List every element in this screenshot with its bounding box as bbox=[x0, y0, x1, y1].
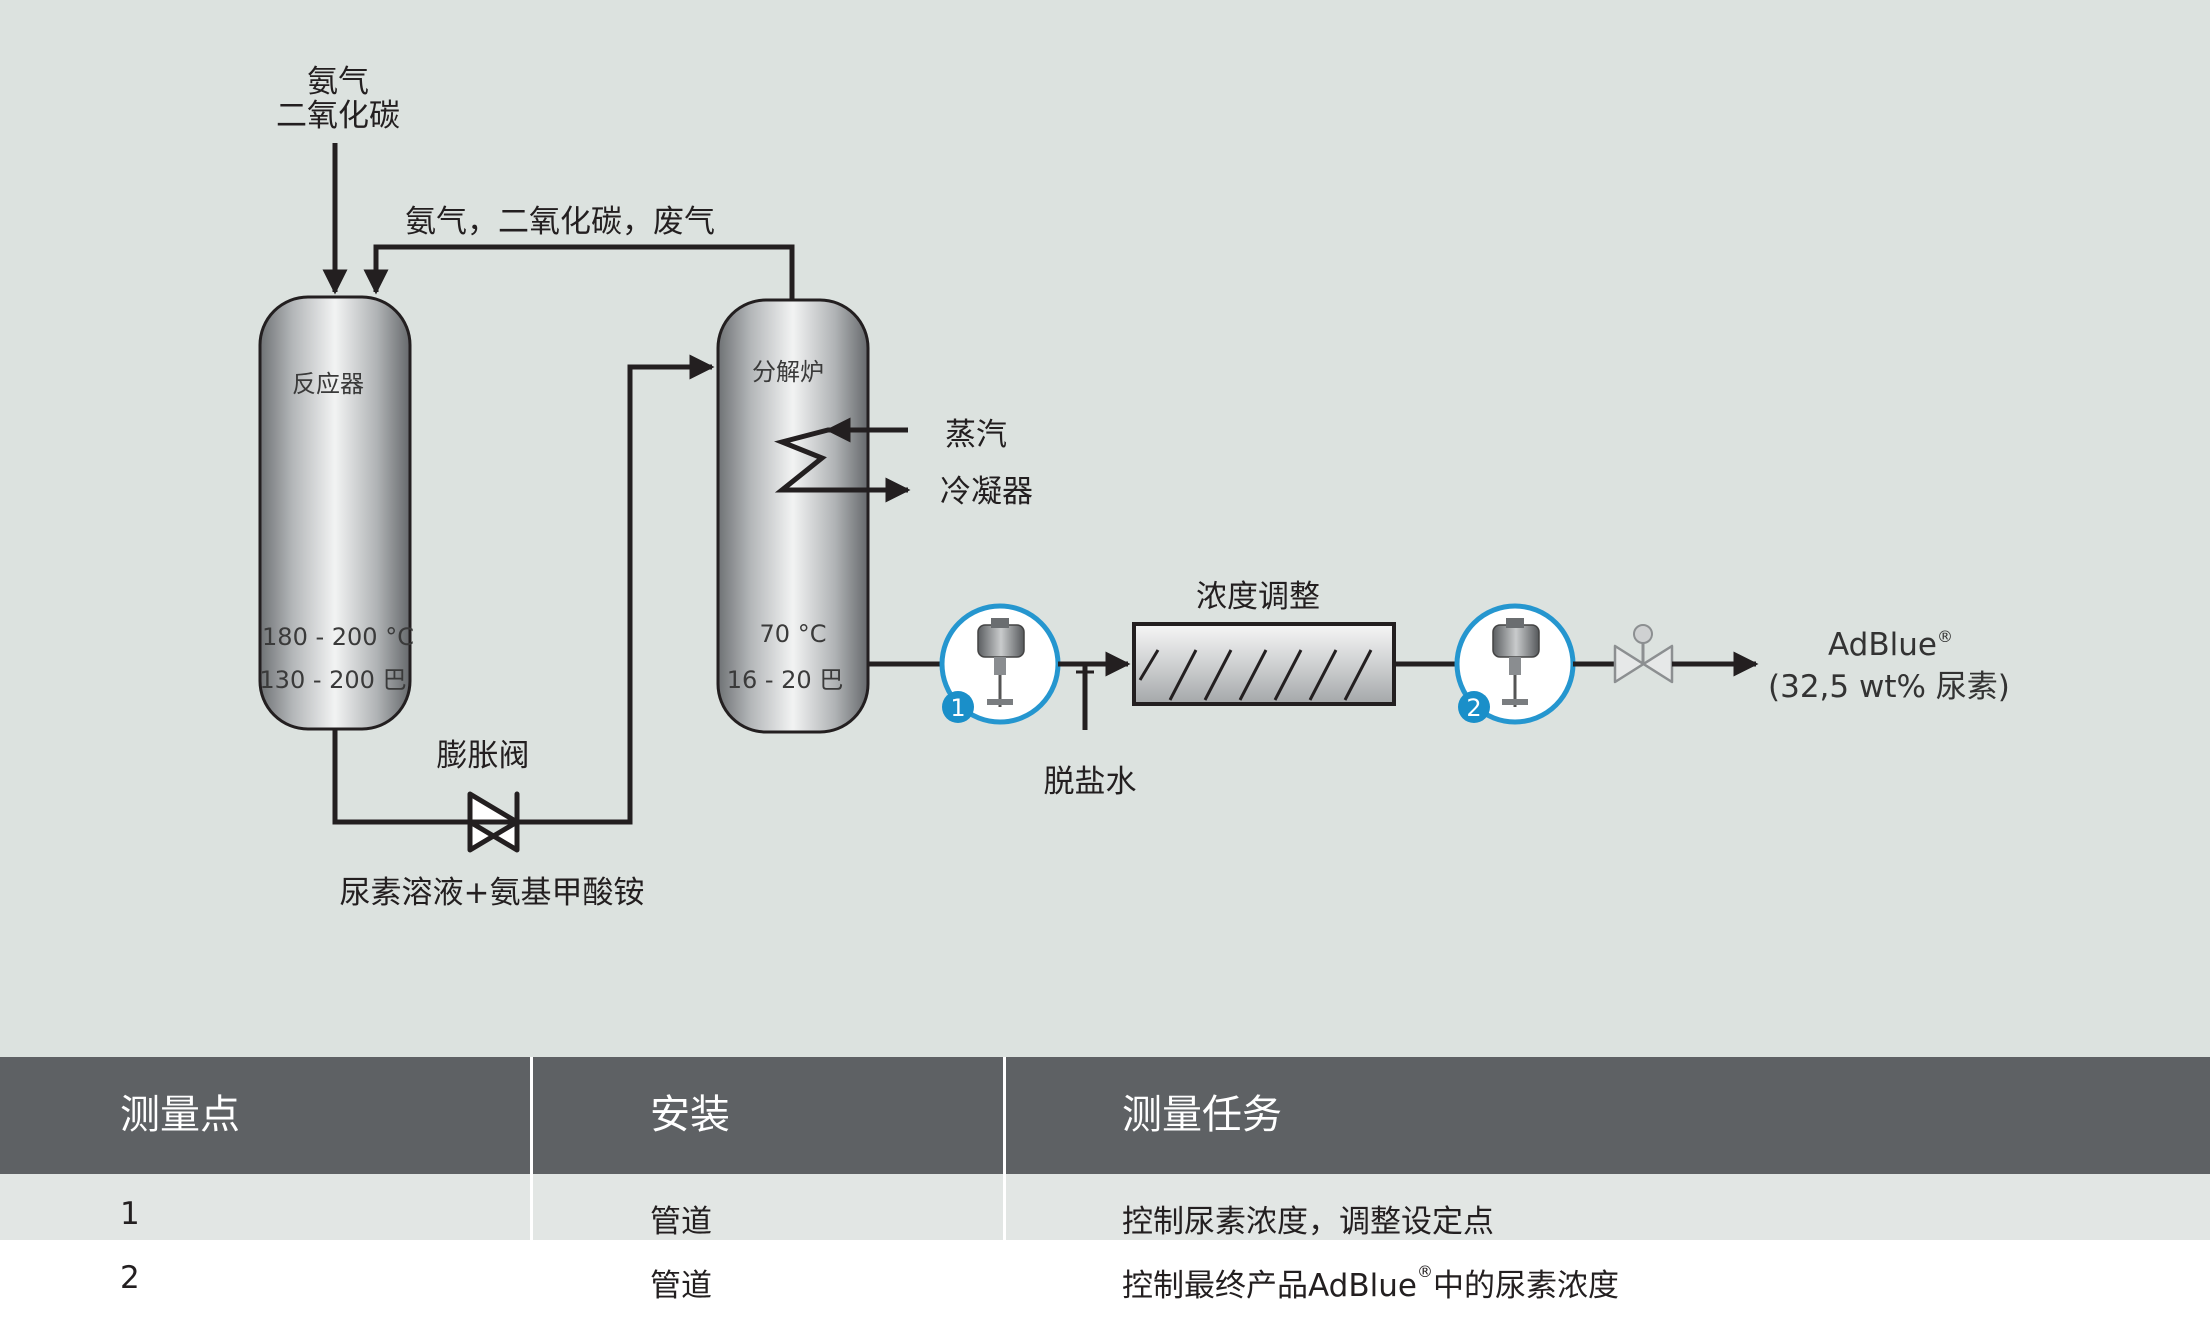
reactor-name: 反应器 bbox=[292, 370, 364, 398]
row1-installation: 管道 bbox=[650, 1204, 712, 1240]
table-column-divider bbox=[530, 1057, 533, 1240]
row2-point: 2 bbox=[120, 1260, 140, 1296]
expansion-valve-label: 膨胀阀 bbox=[437, 738, 530, 774]
feed-label-ammonia: 氨气 bbox=[307, 64, 369, 100]
row2-task-pre: 控制最终产品AdBlue bbox=[1122, 1268, 1417, 1304]
row2-task-post: 中的尿素浓度 bbox=[1432, 1268, 1619, 1304]
urea-solution-label: 尿素溶液+氨基甲酸铵 bbox=[340, 875, 645, 911]
measuring-point-1-number: 1 bbox=[950, 694, 965, 722]
measuring-point-1: 1 bbox=[939, 603, 1061, 725]
decomposer-temperature: 70 °C bbox=[760, 620, 827, 648]
product-concentration: (32,5 wt% 尿素) bbox=[1768, 669, 2010, 705]
measuring-point-2: 2 bbox=[1454, 603, 1576, 725]
decomposer-name: 分解炉 bbox=[752, 358, 824, 386]
measuring-point-1-badge bbox=[942, 691, 974, 723]
static-mixer-icon bbox=[1132, 622, 1396, 706]
table-header-row: 测量点 安装 测量任务 bbox=[0, 1057, 2210, 1174]
process-diagram-area: 氨气 二氧化碳 氨气，二氧化碳，废气 反应器 180 - 200 °C 130 … bbox=[0, 0, 2210, 1057]
reactor-pressure: 130 - 200 巴 bbox=[259, 666, 406, 694]
table-column-divider bbox=[1003, 1057, 1006, 1240]
decomposer-pressure: 16 - 20 巴 bbox=[727, 666, 844, 694]
measurement-table: 测量点 安装 测量任务 1 管道 控制尿素浓度，调整设定点 2 管道 控制最终产… bbox=[0, 1057, 2210, 1321]
header-installation: 安装 bbox=[650, 1092, 730, 1138]
steam-label: 蒸汽 bbox=[945, 417, 1007, 453]
product-registered-mark: ® bbox=[1937, 627, 1953, 646]
row1-task: 控制尿素浓度，调整设定点 bbox=[1122, 1204, 1494, 1240]
control-valve-icon bbox=[1613, 624, 1674, 684]
demin-water-label: 脱盐水 bbox=[1044, 764, 1137, 800]
expansion-valve-icon bbox=[467, 791, 520, 853]
concentration-label: 浓度调整 bbox=[1196, 579, 1320, 615]
decomposer-vessel bbox=[716, 298, 870, 734]
level-transmitter-icon bbox=[1492, 618, 1540, 707]
level-transmitter-icon bbox=[977, 618, 1025, 707]
process-flow-diagram: 氨气 二氧化碳 氨气，二氧化碳，废气 反应器 180 - 200 °C 130 … bbox=[258, 64, 2010, 911]
header-measuring-point: 测量点 bbox=[120, 1092, 240, 1138]
row2-task: 控制最终产品AdBlue®中的尿素浓度 bbox=[1122, 1260, 1619, 1341]
table-row: 2 管道 控制最终产品AdBlue®中的尿素浓度 bbox=[0, 1240, 2210, 1321]
offgas-recycle-line bbox=[363, 244, 795, 300]
valve-to-decomposer-line bbox=[517, 354, 715, 825]
measuring-point-2-badge bbox=[1458, 691, 1490, 723]
row1-point: 1 bbox=[120, 1196, 140, 1232]
reactor-temperature: 180 - 200 °C bbox=[262, 623, 414, 651]
header-measuring-task: 测量任务 bbox=[1122, 1092, 1282, 1138]
row2-installation: 管道 bbox=[650, 1268, 712, 1304]
reactor-vessel bbox=[258, 295, 412, 731]
offgas-label: 氨气，二氧化碳，废气 bbox=[405, 204, 715, 240]
measuring-point-2-number: 2 bbox=[1466, 694, 1481, 722]
reactor-outlet-line bbox=[332, 729, 470, 825]
row2-task-registered-mark: ® bbox=[1416, 1262, 1433, 1281]
condenser-label: 冷凝器 bbox=[940, 474, 1033, 510]
product-name: AdBlue® bbox=[1828, 627, 1953, 663]
feed-label-co2: 二氧化碳 bbox=[276, 98, 400, 134]
